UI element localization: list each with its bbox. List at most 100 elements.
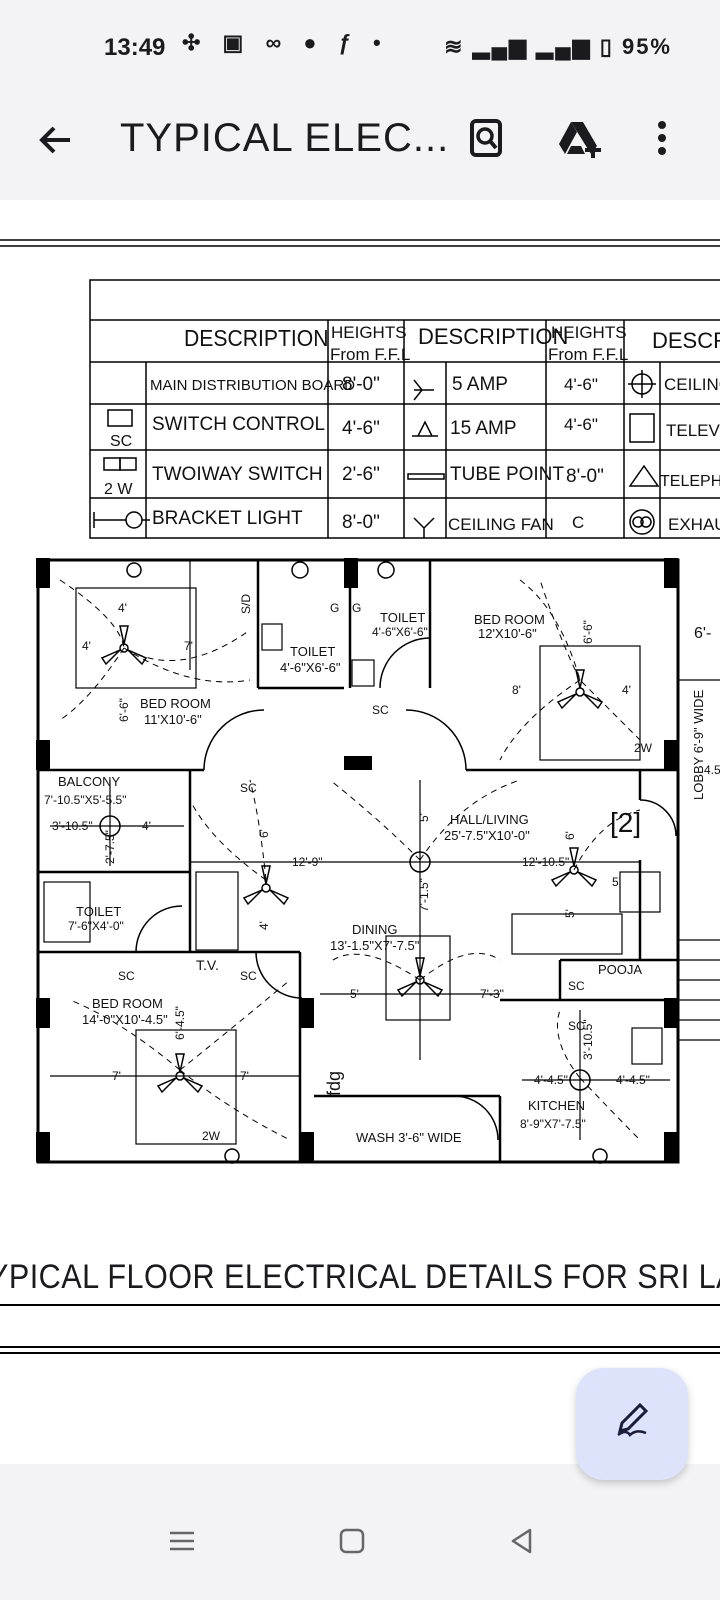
television-icon — [629, 413, 655, 443]
dim-7a: 7' — [184, 639, 193, 653]
room-bed1-name: BED ROOM — [140, 696, 211, 711]
page-border-bottom — [0, 1346, 720, 1348]
room-balcony-size: 7'-10.5"X5'-5.5" — [44, 793, 126, 807]
label-g-2: G — [352, 601, 361, 615]
switch-control-icon — [107, 409, 133, 427]
exhaust-fan-icon — [629, 509, 655, 535]
legend-row1-desc: MAIN DISTRIBUTION BOARD — [150, 377, 355, 394]
legend-row2-height2: 4'-6" — [564, 415, 598, 434]
legend-row4-height2: C — [572, 513, 584, 532]
floor-plan-drawing: DESCRIPTION HEIGHTS From F.F.L DESCRIPTI… — [0, 239, 720, 1164]
legend-row1-height2: 4'-6" — [564, 375, 598, 394]
dim-8: 8' — [512, 683, 521, 697]
legend-row1-height: 8'-0" — [342, 374, 380, 395]
dim-6c: 6' — [563, 831, 577, 840]
edit-fab-button[interactable] — [576, 1368, 688, 1480]
wifi-icon: ≋ — [444, 34, 465, 59]
tube-point-icon — [407, 473, 445, 480]
floor-plan — [36, 558, 720, 1164]
dim-12-9: 12'-9" — [292, 855, 323, 869]
dim-4b: 4' — [82, 639, 91, 653]
dim-5a: 5' — [417, 813, 431, 822]
legend-row2-desc: SWITCH CONTROL — [152, 414, 325, 435]
search-document-icon[interactable] — [466, 116, 506, 160]
dim-4-4b: 4'-4.5" — [616, 1073, 650, 1087]
caption-underline — [0, 1304, 720, 1306]
back-triangle-icon[interactable] — [508, 1526, 536, 1563]
dim-4a: 4' — [118, 601, 127, 615]
dim-4e: 4' — [257, 921, 271, 930]
signal-icon: ▂▄▆ ▂▄▆ — [472, 34, 592, 59]
dim-2-7: 2'-7.5" — [103, 830, 117, 864]
home-icon[interactable] — [338, 1526, 366, 1563]
dim-4-4a: 4'-4.5" — [534, 1073, 568, 1087]
more-vert-icon[interactable] — [642, 116, 682, 160]
room-toilet1-size: 4'-6"X6'-6" — [280, 660, 341, 675]
legend-header-desc2: DESCRIPTION — [418, 324, 568, 349]
label-sc-4: SC — [240, 969, 257, 983]
room-dining-size: 13'-1.5"X7'-7.5" — [330, 938, 420, 953]
label-sc-5: SC — [568, 979, 585, 993]
room-wash-name: WASH 3'-6" WIDE — [356, 1130, 462, 1145]
legend-row4-height: 8'-0" — [342, 512, 380, 533]
telephone-icon — [628, 464, 660, 487]
dim-12-10: 12'-10.5" — [522, 855, 569, 869]
dim-3-10b: 3'-10.5" — [581, 1019, 595, 1060]
legend-header-desc1: DESCRIPTION — [184, 325, 328, 351]
legend-row3-height2: 8'-0" — [566, 466, 604, 487]
dim-4c: 4' — [622, 683, 631, 697]
room-bed1-size: 11'X10'-6" — [144, 712, 202, 727]
legend-row3-symbol: 2 W — [104, 481, 133, 498]
room-toilet3-size: 7'-6"X4'-0" — [68, 919, 124, 933]
legend-row3-height: 2'-6" — [342, 464, 380, 485]
legend-row2-desc3: TELEVIS — [666, 421, 720, 440]
add-to-drive-icon[interactable] — [556, 116, 606, 160]
room-toilet1-name: TOILET — [290, 644, 335, 659]
room-kitchen-size: 8'-9"X7'-7.5" — [520, 1117, 586, 1131]
dim-6-6: 6'-6" — [117, 698, 131, 722]
back-arrow-icon[interactable] — [36, 120, 76, 167]
notification-icons: ✣ ▣ ∞ ● ƒ • — [182, 30, 389, 55]
twoway-switch-icon — [103, 457, 121, 471]
legend-headers: DESCRIPTION HEIGHTS From F.F.L DESCRIPTI… — [184, 323, 720, 364]
room-hall-size: 25'-7.5"X10'-0" — [444, 828, 530, 843]
dim-5c: 5' — [612, 875, 621, 889]
status-right-group: ≋ ▂▄▆ ▂▄▆ ▯ 95% — [444, 34, 672, 60]
edit-pen-icon — [612, 1399, 652, 1449]
legend-symbols — [93, 370, 660, 538]
dim-5b: 5' — [350, 987, 359, 1001]
legend-row4-desc3: EXHAU — [668, 515, 720, 534]
room-dining-name: DINING — [352, 922, 398, 937]
label-sc-6: SC — [568, 1019, 585, 1033]
document-viewer[interactable]: DESCRIPTION HEIGHTS From F.F.L DESCRIPTI… — [0, 200, 720, 1464]
room-balcony-name: BALCONY — [58, 774, 120, 789]
label-sc-2: SC — [240, 781, 257, 795]
status-time: 13:49 — [104, 34, 166, 61]
five-amp-icon — [413, 379, 434, 401]
label-2w-1: 2W — [634, 741, 653, 755]
status-bar: 13:49 ✣ ▣ ∞ ● ƒ • ≋ ▂▄▆ ▂▄▆ ▯ 95% — [0, 0, 720, 96]
dim-5d: 5' — [563, 909, 577, 918]
room-kitchen-name: KITCHEN — [528, 1098, 585, 1113]
legend-row4-desc: BRACKET LIGHT — [152, 508, 303, 529]
recents-icon[interactable] — [168, 1526, 196, 1563]
dim-7c: 7' — [240, 1069, 249, 1083]
legend-header-desc3: DESCRI — [652, 328, 720, 353]
legend-row1-desc2: 5 AMP — [452, 374, 508, 395]
dim-6-top: 6'- — [694, 625, 711, 642]
dim-7b: 7' — [112, 1069, 121, 1083]
dim-6: 6' — [257, 829, 271, 838]
room-bed3-size: 14'-0"X10'-4.5" — [82, 1012, 168, 1027]
battery-icon: ▯ — [599, 34, 614, 59]
label-g-1: G — [330, 601, 339, 615]
legend-row3-desc2: TUBE POINT — [450, 464, 564, 485]
drawing-caption: YPICAL FLOOR ELECTRICAL DETAILS FOR SRI … — [0, 1258, 720, 1296]
dim-6b: 6'-6" — [581, 620, 595, 644]
legend-row4-desc2: CEILING FAN — [448, 515, 554, 534]
label-sd: S/D — [239, 594, 253, 614]
ceiling-fan-icons — [100, 625, 604, 1094]
dim-4d: 4' — [142, 819, 151, 833]
room-bed3-name: BED ROOM — [92, 996, 163, 1011]
dim-6-4: 6'-4.5" — [173, 1006, 187, 1040]
label-fdg: fdg — [324, 1071, 344, 1096]
